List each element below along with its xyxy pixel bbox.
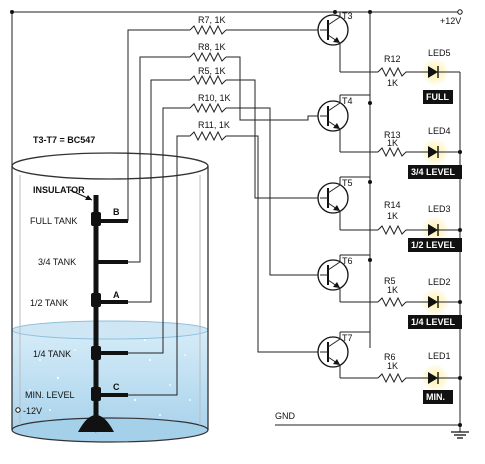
negative-supply-terminal (15, 407, 21, 413)
tank-rim (11, 152, 209, 180)
led-icon (428, 66, 438, 78)
probe-letter-c: C (113, 382, 120, 392)
transistor-label-t4: T4 (342, 96, 353, 106)
level-label-full: FULL TANK (30, 216, 77, 226)
led-icon (428, 372, 438, 384)
led-stage-min: R6 1K LED1 MIN. (377, 351, 460, 404)
led-resistor-value: 1K (387, 361, 398, 371)
led-label: LED2 (428, 277, 451, 287)
transistor-label-t6: T6 (342, 256, 353, 266)
probe-wires (127, 29, 190, 396)
level-badge-full: FULL (426, 92, 449, 102)
probe-letter-b: B (113, 207, 120, 217)
led-stage-full: R12 1K LED5 FULL (377, 48, 460, 104)
positive-supply-label: +12V (440, 16, 461, 26)
base-resistor: R10, 1K (189, 93, 231, 114)
base-resistor-label: R10, 1K (198, 93, 231, 103)
base-wires (226, 29, 320, 353)
led-icon (428, 224, 438, 236)
bubbles (29, 339, 191, 416)
transistor-t7: T7 (317, 331, 370, 378)
level-label-1-2: 1/2 TANK (30, 298, 68, 308)
negative-supply-label: -12V (23, 406, 42, 416)
transistor-label-t3: T3 (342, 11, 353, 21)
led-resistor-name: R5 (384, 276, 396, 286)
transistor-label-t7: T7 (342, 333, 353, 343)
probe-letter-a: A (113, 290, 120, 300)
transistor-t6: T6 (317, 254, 370, 302)
base-resistor: R11, 1K (189, 120, 230, 142)
led-resistor-name: R14 (384, 200, 401, 210)
led-stage-3-4: R13 1K LED4 3/4 LEVEL (377, 126, 462, 179)
base-resistor-label: R11, 1K (198, 120, 230, 130)
led-stage-1-2: R14 1K LED3 1/2 LEVEL (377, 200, 462, 252)
led-resistor-value: 1K (387, 138, 398, 148)
led-icon (428, 146, 438, 158)
base-resistor-label: R7, 1K (198, 15, 226, 25)
led-label: LED1 (428, 351, 451, 361)
tank: INSULATOR FULL TANK 3/4 TANK 1/2 TANK 1/… (11, 152, 209, 443)
insulator-label: INSULATOR (33, 185, 85, 195)
emitter-wires (340, 71, 378, 379)
ground-label: GND (275, 411, 296, 421)
probe-arms (96, 219, 128, 397)
transistor-label-t5: T5 (342, 178, 353, 188)
level-badge-3-4: 3/4 LEVEL (411, 167, 456, 177)
led-stage-1-4: R5 1K LED2 1/4 LEVEL (377, 276, 462, 329)
level-badge-1-4: 1/4 LEVEL (411, 317, 456, 327)
water (12, 330, 208, 430)
led-resistor-name: R13 (384, 130, 401, 140)
led-label: LED4 (428, 126, 451, 136)
led-resistor-value: 1K (387, 285, 398, 295)
led-icon (428, 296, 438, 308)
led-resistor-value: 1K (387, 211, 398, 221)
led-resistor-name: R6 (384, 352, 396, 362)
water-surface (11, 320, 209, 340)
base-resistor: R5, 1K (189, 66, 227, 86)
level-label-3-4: 3/4 TANK (38, 257, 76, 267)
base-resistor-label: R8, 1K (198, 42, 226, 52)
led-resistor-value: 1K (387, 78, 398, 88)
level-label-1-4: 1/4 TANK (33, 349, 71, 359)
base-resistors: R7, 1K R8, 1K R5, 1K R10, 1K R11, 1K (189, 15, 231, 142)
base-resistor: R7, 1K (189, 15, 227, 36)
led-label: LED5 (428, 48, 451, 58)
level-label-min: MIN. LEVEL (25, 390, 75, 400)
base-resistor: R8, 1K (189, 42, 227, 63)
transistor-t5: T5 (317, 176, 370, 230)
level-badge-min: MIN. (426, 392, 445, 402)
base-resistor-label: R5, 1K (198, 66, 226, 76)
led-resistor-name: R12 (384, 54, 401, 64)
level-badge-1-2: 1/2 LEVEL (411, 240, 456, 250)
transistor-t3: T3 (317, 11, 353, 72)
led-label: LED3 (428, 204, 451, 214)
transistor-note: T3-T7 = BC547 (33, 135, 95, 145)
transistor-t4: T4 (317, 94, 370, 152)
